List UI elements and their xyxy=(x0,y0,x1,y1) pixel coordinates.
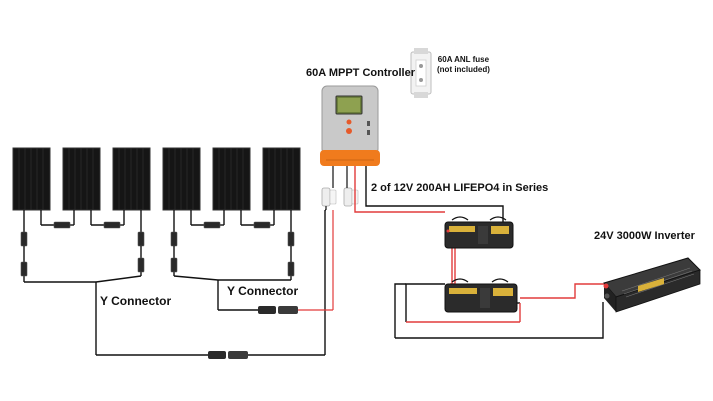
solar-panel-1 xyxy=(12,147,51,211)
y-connector-label-right: Y Connector xyxy=(227,284,299,298)
inverter xyxy=(603,257,701,313)
extension-connector-negative xyxy=(208,351,248,359)
controller-pv-leads xyxy=(325,166,348,211)
fuse-label-line1: 60A ANL fuse xyxy=(437,55,490,64)
battery-1 xyxy=(444,216,514,249)
pv-breaker-connectors xyxy=(321,187,359,207)
battery-2 xyxy=(444,278,518,313)
mppt-controller xyxy=(320,85,380,166)
inverter-label: 24V 3000W Inverter xyxy=(594,230,695,242)
solar-panel-4 xyxy=(162,147,201,211)
string-output-cables xyxy=(23,210,326,356)
solar-panel-3 xyxy=(112,147,151,211)
solar-panel-5 xyxy=(212,147,251,211)
extension-connector-positive xyxy=(258,306,298,314)
fuse-label: 60A ANL fuse (not included) xyxy=(437,55,490,75)
battery-wiring xyxy=(354,166,608,339)
y-connector-label-left: Y Connector xyxy=(100,294,172,308)
fuse-label-line2: (not included) xyxy=(437,65,490,74)
solar-panel-array xyxy=(12,147,301,211)
mc4-connectors-series xyxy=(20,221,295,247)
batteries-label: 2 of 12V 200AH LIFEPO4 in Series xyxy=(371,182,549,194)
controller-label: 60A MPPT Controller xyxy=(306,67,415,79)
anl-fuse xyxy=(410,48,432,98)
solar-panel-6 xyxy=(262,147,301,211)
solar-panel-2 xyxy=(62,147,101,211)
y-connector-plugs xyxy=(20,257,295,277)
